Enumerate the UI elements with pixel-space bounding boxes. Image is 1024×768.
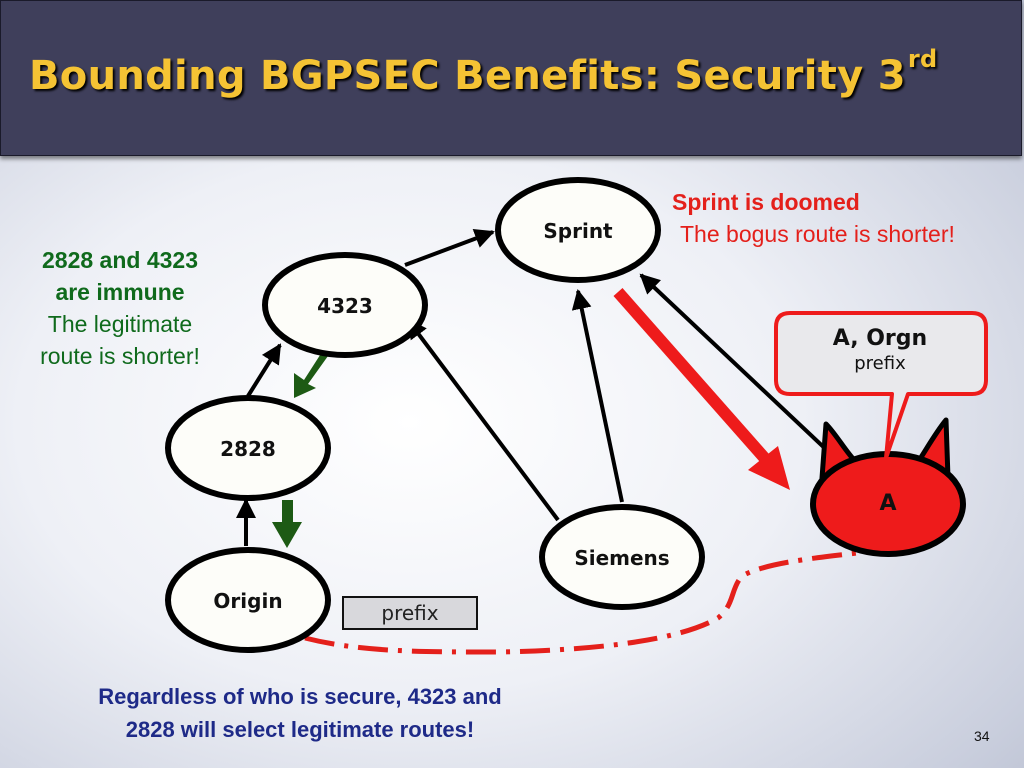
node-label-sprint: Sprint: [543, 219, 613, 243]
conclusion-note: Regardless of who is secure, 4323 and 28…: [20, 680, 580, 746]
arrow-2828-to-4323: [246, 343, 282, 398]
immune-title-line1: 2828 and 4323: [41, 247, 198, 273]
node-origin: [165, 547, 331, 653]
node-4323: [262, 252, 428, 358]
doomed-body: The bogus route is shorter!: [680, 221, 955, 247]
conclusion-line2: 2828 will select legitimate routes!: [125, 717, 475, 742]
node-label-attacker: A: [879, 491, 897, 516]
node-siemens: [539, 504, 705, 610]
node-label-origin: Origin: [213, 589, 283, 613]
callout-line1: A, Orgn: [832, 326, 928, 351]
node-sprint: [495, 177, 661, 283]
slide-title: Bounding BGPSEC Benefits: Security 3rd: [29, 45, 938, 99]
bogus-path-dashed: [304, 547, 881, 655]
arrow-siemens-to-4323: [406, 318, 560, 522]
title-bar: Bounding BGPSEC Benefits: Security 3rd: [0, 0, 1022, 156]
immune-title-line2: are immune: [55, 279, 185, 305]
node-label-2828: 2828: [220, 437, 276, 461]
node-label-4323: 4323: [317, 294, 373, 318]
legit-arrow-4323-to-2828: [294, 352, 328, 398]
doomed-title: Sprint is doomed: [672, 189, 860, 215]
callout-line2: prefix: [854, 353, 906, 374]
origin-prefix-box: prefix: [342, 596, 478, 630]
immune-note: 2828 and 4323 are immune The legitimate …: [10, 244, 230, 372]
bogus-arrow-head: [748, 446, 790, 490]
legit-arrow-origin-to-2828: [272, 500, 302, 548]
node-label-siemens: Siemens: [574, 546, 670, 570]
arrow-4323-to-sprint: [404, 228, 495, 267]
callout-bubble: [774, 311, 988, 460]
arrow-siemens-to-sprint: [571, 289, 624, 503]
arrow-a-to-sprint: [639, 273, 834, 457]
immune-body-line1: The legitimate: [47, 311, 193, 337]
page-number: 34: [974, 728, 990, 744]
immune-body-line2: route is shorter!: [40, 343, 200, 369]
doomed-note: Sprint is doomed The bogus route is shor…: [668, 186, 1024, 250]
bogus-arrow-shaft: [613, 288, 773, 466]
title-superscript: rd: [907, 45, 938, 73]
attacker-callout: A, Orgn prefix: [775, 314, 985, 394]
node-2828: [165, 395, 331, 501]
conclusion-line1: Regardless of who is secure, 4323 and: [98, 684, 502, 709]
